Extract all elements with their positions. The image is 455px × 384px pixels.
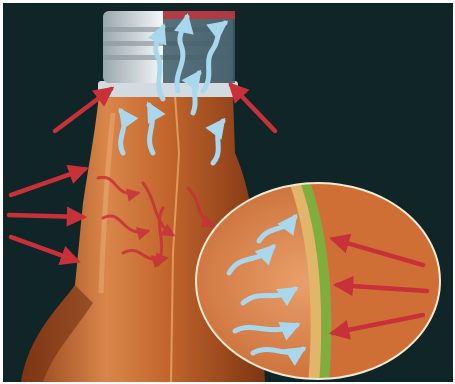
inflow-arrow [9,215,83,217]
bottle-permeation-diagram [3,3,453,382]
diagram-canvas [3,3,453,382]
outflow-arrow [149,105,153,153]
neck-finish-ring [98,81,238,97]
cap-liner [163,11,235,19]
outflow-arrow [253,349,303,353]
